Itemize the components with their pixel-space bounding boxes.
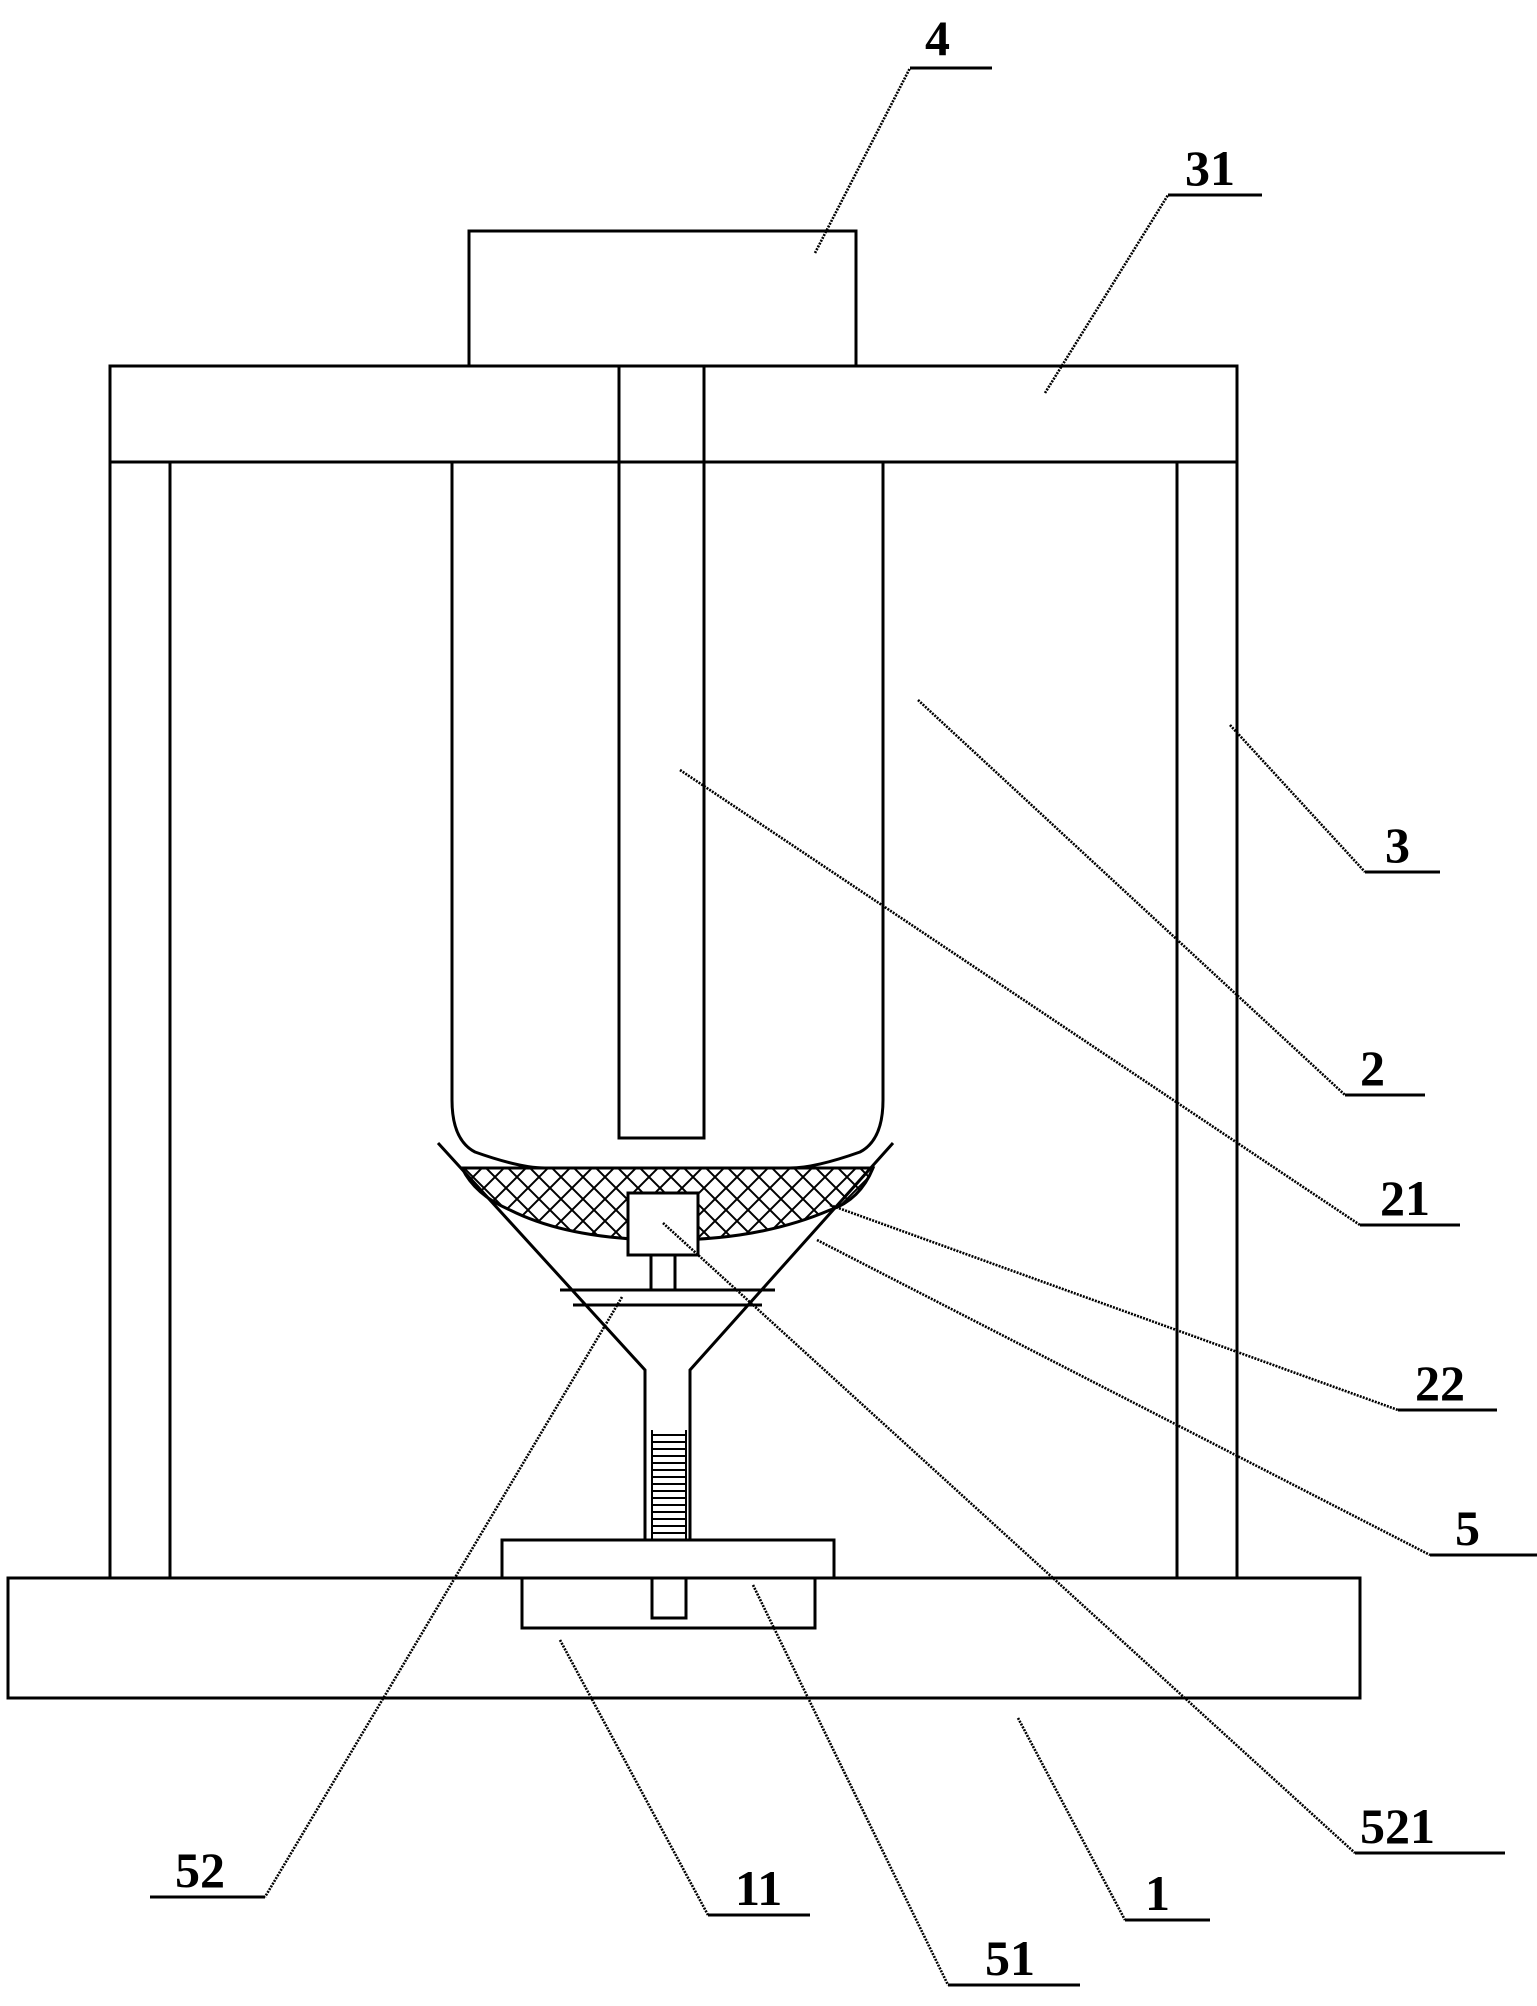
frame-top-beam xyxy=(108,364,1239,464)
leader-521 xyxy=(662,1222,1356,1854)
label-22: 22 xyxy=(1415,1355,1465,1411)
leader-31 xyxy=(1043,194,1170,394)
label-4: 4 xyxy=(925,10,950,66)
leader-4 xyxy=(813,67,912,254)
leader-51 xyxy=(751,1584,950,1986)
label-521: 521 xyxy=(1360,1798,1435,1854)
leader-52 xyxy=(263,1296,624,1898)
drive-shaft xyxy=(617,364,706,1140)
leader-3 xyxy=(1229,724,1366,873)
frame-left-post xyxy=(108,460,172,1580)
leader-5 xyxy=(816,1238,1431,1557)
housing-stem xyxy=(649,1253,677,1292)
label-11: 11 xyxy=(735,1860,782,1916)
label-21: 21 xyxy=(1380,1170,1430,1226)
leader-1 xyxy=(1016,1717,1127,1921)
leader-11 xyxy=(558,1639,710,1916)
label-31: 31 xyxy=(1185,140,1235,196)
leader-2 xyxy=(917,699,1346,1096)
connector-plate xyxy=(500,1538,836,1580)
separator-plate xyxy=(560,1288,775,1307)
leader-21 xyxy=(679,768,1361,1227)
label-2: 2 xyxy=(1360,1040,1385,1096)
label-52: 52 xyxy=(175,1842,225,1898)
motor-box xyxy=(467,229,858,368)
funnel-outline xyxy=(436,1141,895,1540)
tank-body xyxy=(450,462,885,1170)
leader-22 xyxy=(829,1203,1399,1412)
base-plate xyxy=(6,1576,1362,1700)
frame-right-post xyxy=(1175,460,1239,1580)
label-3: 3 xyxy=(1385,817,1410,873)
shaft-stub xyxy=(650,1576,688,1620)
label-51: 51 xyxy=(985,1930,1035,1986)
label-5: 5 xyxy=(1455,1500,1480,1556)
label-1: 1 xyxy=(1145,1865,1170,1921)
